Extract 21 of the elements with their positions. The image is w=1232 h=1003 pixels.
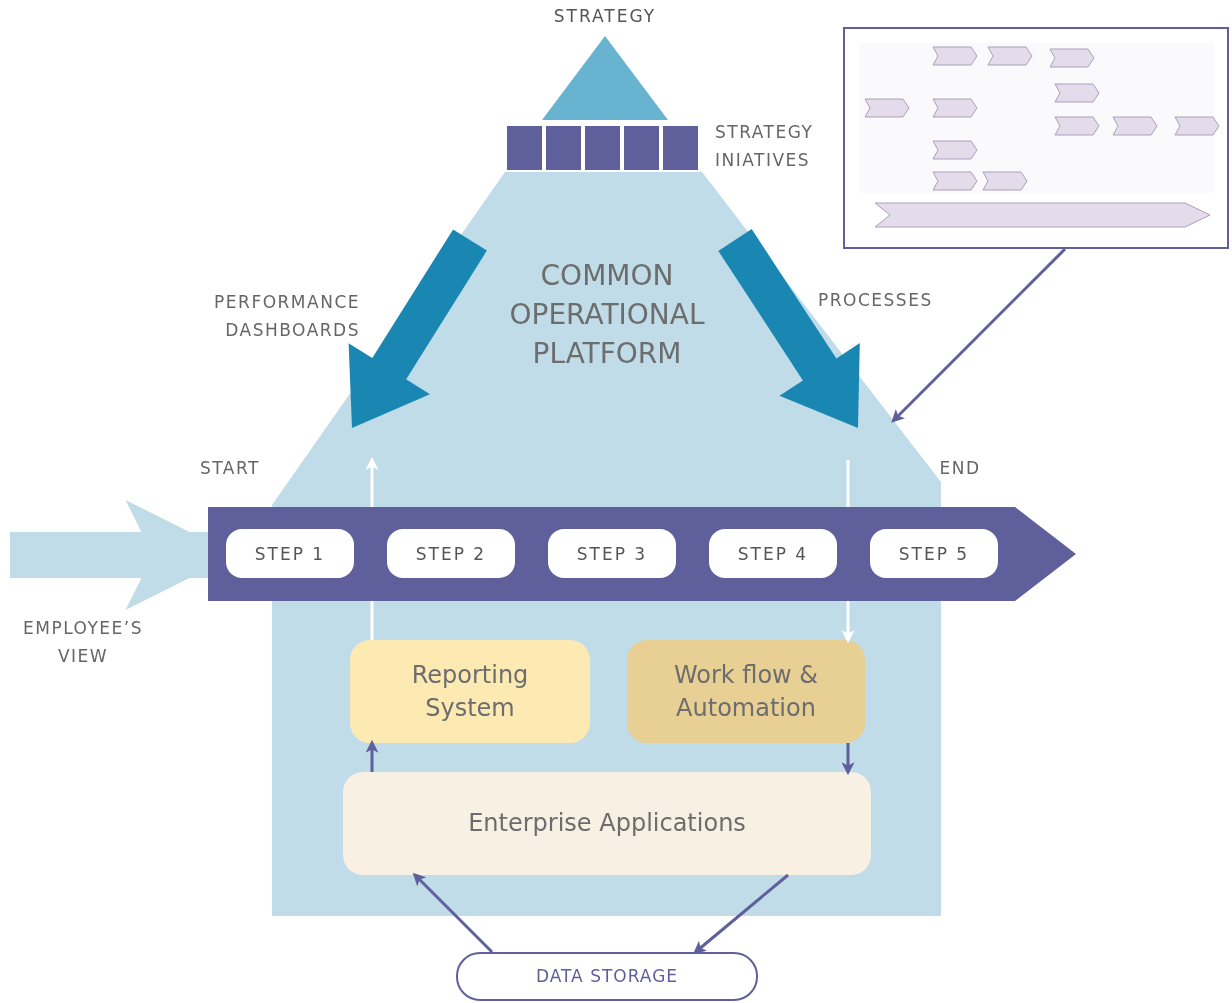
text-label: PROCESSES [818,289,934,312]
system-box: Enterprise Applications [343,772,871,875]
step-pill: STEP 4 [709,529,837,578]
text-label: END [938,457,982,480]
storage-box: DATA STORAGE [456,952,758,1001]
platform-title: COMMON OPERATIONAL PLATFORM [508,258,706,372]
system-box: Reporting System [350,640,590,743]
arrow [891,247,1067,423]
inset-frame [843,27,1229,249]
heading: STRATEGY [552,6,658,26]
arrow [412,872,494,954]
heading: STRATEGY INIATIVES [715,121,815,172]
text-label: PERFORMANCE DASHBOARDS [213,291,360,342]
system-box: Work flow & Automation [627,640,865,743]
text-label: START [199,457,261,480]
step-pill: STEP 2 [387,529,515,578]
arrow [365,739,379,772]
arrow [841,743,855,776]
step-pill: STEP 3 [548,529,676,578]
text-label: EMPLOYEE’S VIEW [21,617,144,668]
arrow [693,873,789,955]
